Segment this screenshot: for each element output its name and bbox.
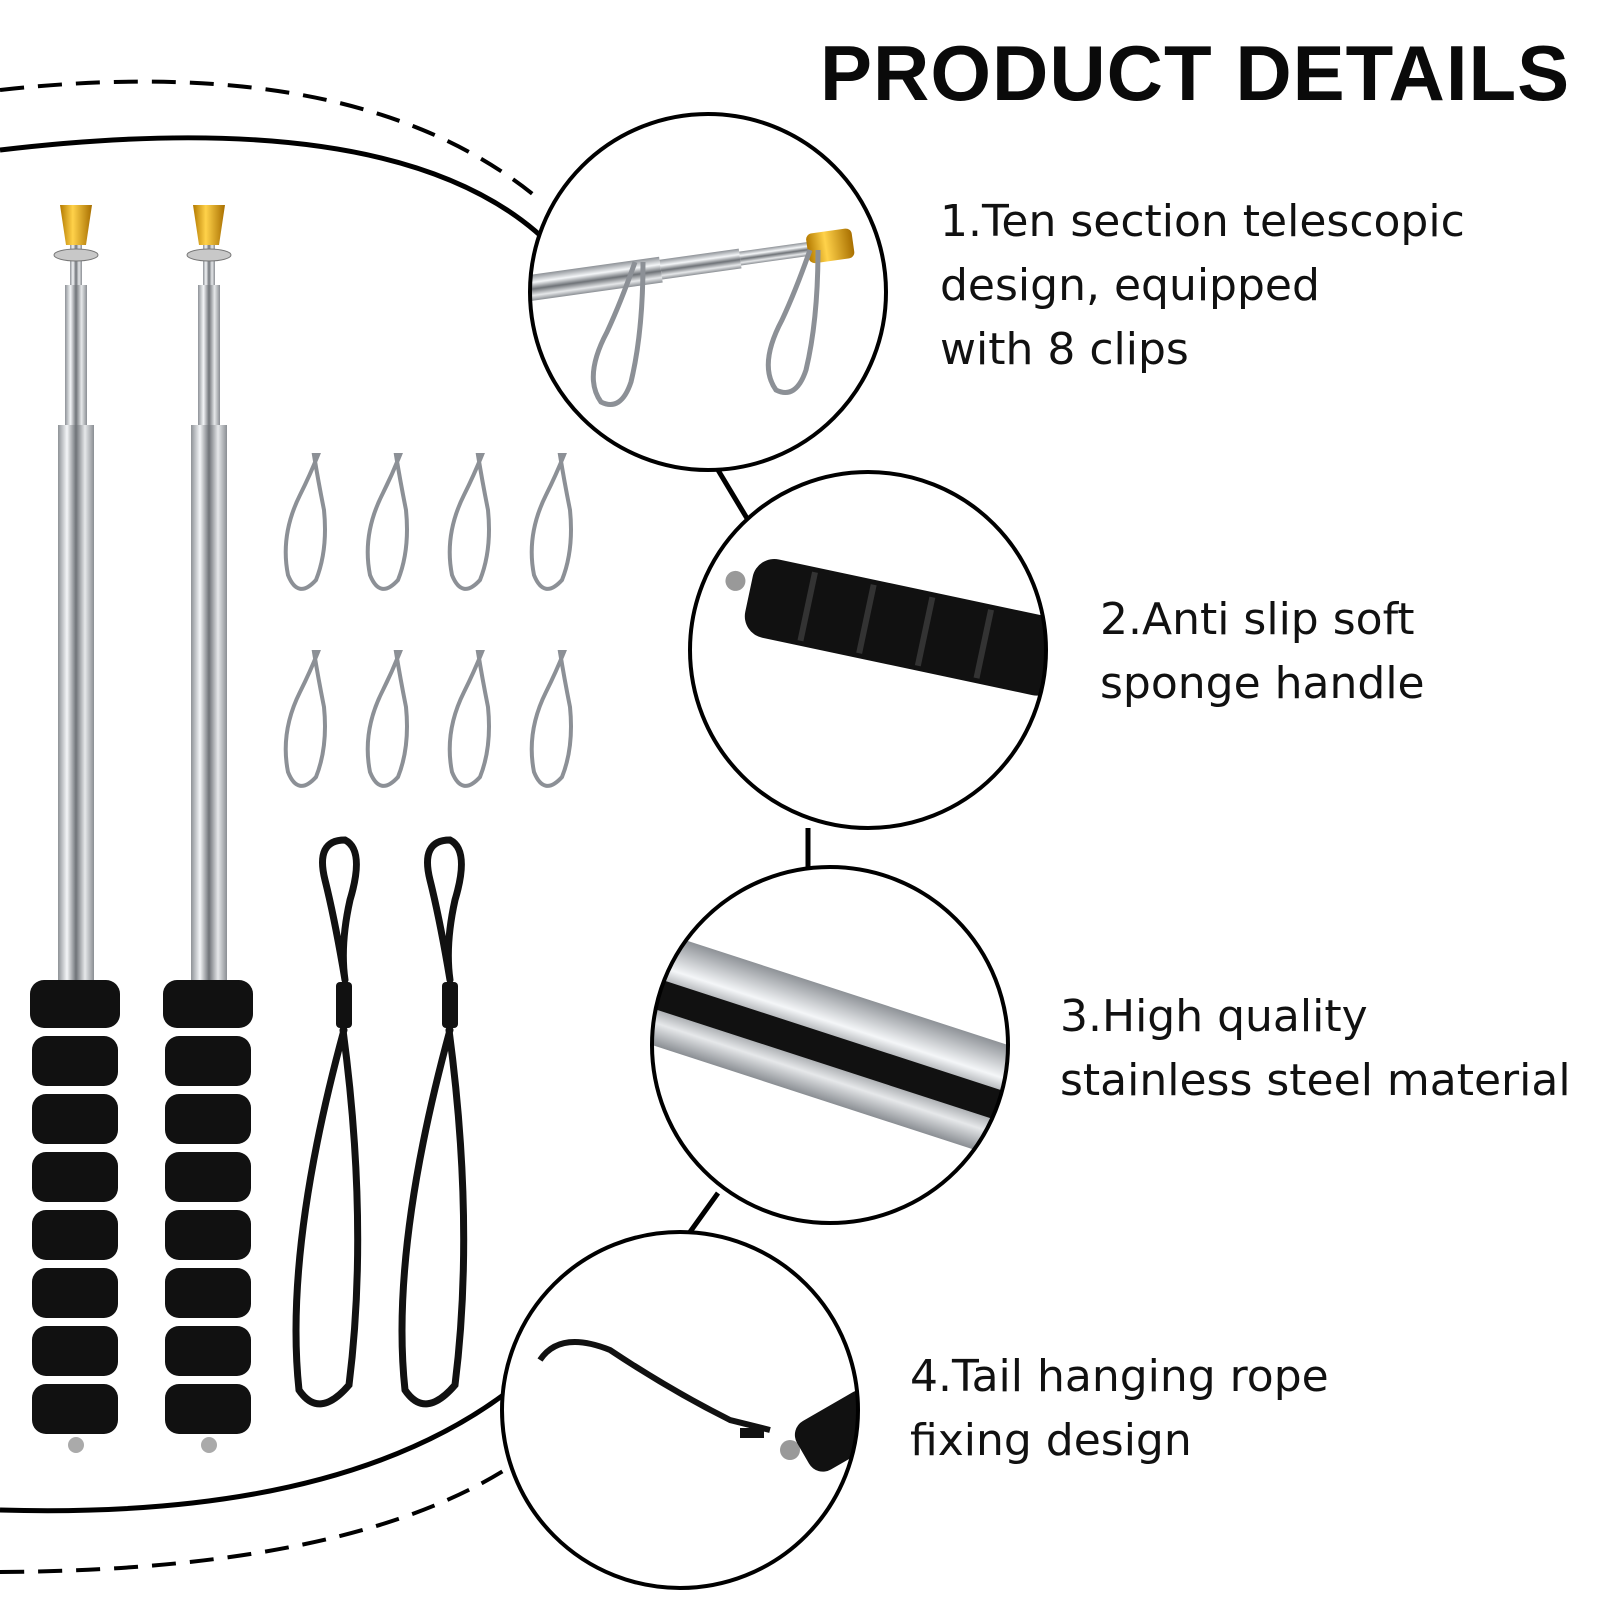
feature-3-line-1: 3.High quality (1060, 991, 1368, 1042)
feature-1-line-2: design, equipped (940, 260, 1320, 311)
closeup-circle-handle (690, 472, 1046, 828)
closeup-circle-telescopic (530, 114, 886, 470)
feature-2-line-2: sponge handle (1100, 658, 1425, 709)
background-arc-solid-bottom (0, 1388, 512, 1514)
lanyards (292, 836, 468, 1408)
feature-1-line-3: with 8 clips (940, 324, 1189, 375)
telescopic-pole-2 (163, 205, 253, 1453)
feature-4-line-1: 4.Tail hanging rope (910, 1351, 1329, 1402)
feature-handle-text: 2.Anti slip soft sponge handle (1100, 588, 1425, 716)
background-arc-dashed-bottom (0, 1458, 522, 1574)
feature-3-line-2: stainless steel material (1060, 1055, 1571, 1106)
background-arc-dashed (0, 79, 542, 202)
feature-4-line-2: fixing design (910, 1415, 1192, 1466)
snap-clips (283, 453, 573, 788)
background-arc-solid (0, 135, 562, 257)
closeup-circle-steel (652, 867, 1008, 1223)
closeup-circle-lanyard (502, 1232, 858, 1588)
feature-2-line-1: 2.Anti slip soft (1100, 594, 1415, 645)
page-title: PRODUCT DETAILS (820, 29, 1571, 117)
telescopic-pole-1 (30, 205, 120, 1453)
feature-telescopic-text: 1.Ten section telescopic design, equippe… (940, 190, 1465, 382)
feature-steel-text: 3.High quality stainless steel material (1060, 985, 1571, 1113)
feature-lanyard-text: 4.Tail hanging rope fixing design (910, 1345, 1329, 1473)
feature-1-line-1: 1.Ten section telescopic (940, 196, 1465, 247)
